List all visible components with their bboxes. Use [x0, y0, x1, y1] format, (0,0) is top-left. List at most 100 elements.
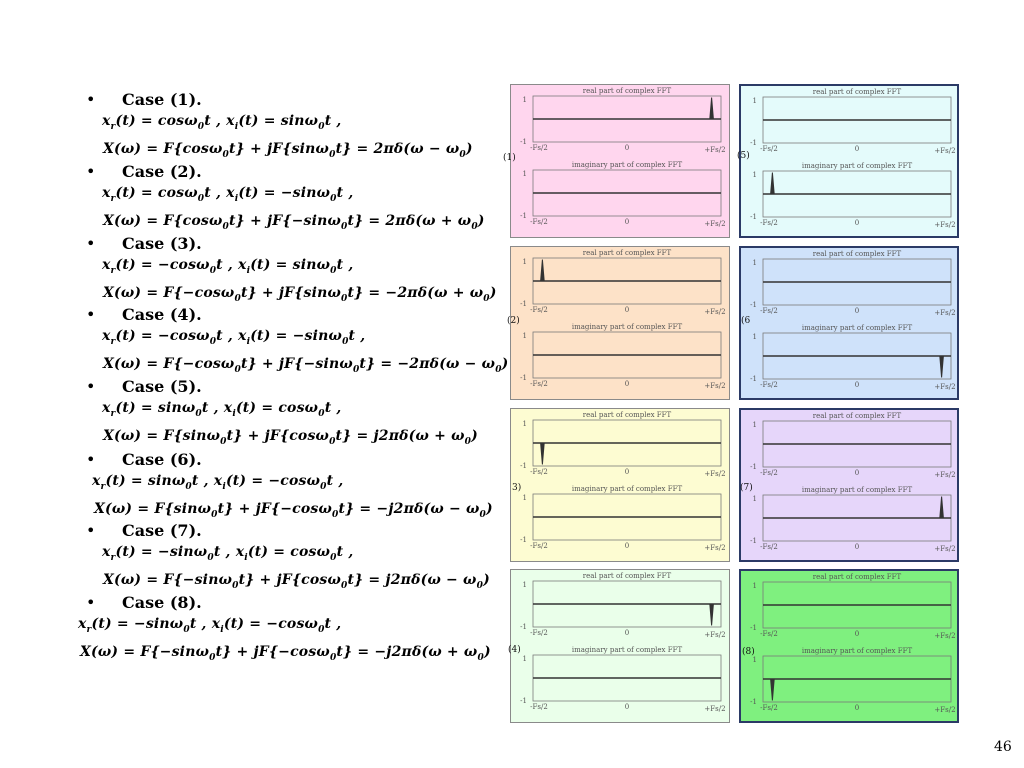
x-tick-label: -Fs/2: [760, 145, 778, 153]
x-tick-label: +Fs/2: [704, 544, 725, 552]
y-tick-label: 1: [523, 258, 527, 266]
case-list: •Case (1).xr(t) = cosω0t , xi(t) = sinω0…: [0, 0, 510, 768]
x-tick-label: 0: [625, 218, 629, 226]
subplot-title: imaginary part of complex FFT: [802, 486, 913, 494]
subplot-title: real part of complex FFT: [813, 573, 902, 581]
signal-equation: xr(t) = −cosω0t , xi(t) = −sinω0t ,: [102, 328, 366, 347]
case-title: Case (3).: [122, 234, 202, 253]
y-tick-label: -1: [750, 301, 757, 309]
x-tick-label: 0: [625, 629, 629, 637]
signal-equation: xr(t) = −sinω0t , xi(t) = −cosω0t ,: [78, 616, 342, 635]
y-tick-label: 1: [753, 582, 757, 590]
bullet-marker: •: [86, 234, 96, 253]
x-tick-label: +Fs/2: [704, 631, 725, 639]
subplot-title: imaginary part of complex FFT: [572, 485, 683, 493]
fourier-equation: X(ω) = F{−sinω0t} + jF{−cosω0t} = −j2πδ(…: [80, 644, 491, 663]
x-tick-label: 0: [855, 145, 859, 153]
impulse-spike: [939, 355, 944, 378]
x-tick-label: -Fs/2: [760, 307, 778, 315]
x-tick-label: -Fs/2: [530, 306, 548, 314]
y-tick-label: -1: [750, 537, 757, 545]
x-tick-label: -Fs/2: [760, 469, 778, 477]
x-tick-label: +Fs/2: [934, 706, 955, 714]
y-tick-label: -1: [520, 212, 527, 220]
case-heading: •Case (4).: [86, 305, 202, 324]
subplot-title: imaginary part of complex FFT: [572, 646, 683, 654]
fourier-equation: X(ω) = F{sinω0t} + jF{−cosω0t} = −j2πδ(ω…: [94, 501, 493, 520]
fourier-equation: X(ω) = F{sinω0t} + jF{cosω0t} = j2πδ(ω +…: [103, 428, 478, 447]
panel-label: (5): [737, 151, 750, 161]
fourier-equation: X(ω) = F{−sinω0t} + jF{cosω0t} = j2πδ(ω …: [103, 572, 490, 591]
x-tick-label: -Fs/2: [530, 218, 548, 226]
panel-label: (6: [741, 316, 751, 326]
case-title: Case (6).: [122, 450, 202, 469]
y-tick-label: 1: [523, 655, 527, 663]
y-tick-label: -1: [520, 300, 527, 308]
x-tick-label: -Fs/2: [530, 629, 548, 637]
x-tick-label: +Fs/2: [704, 705, 725, 713]
fourier-equation: X(ω) = F{cosω0t} + jF{sinω0t} = 2πδ(ω − …: [103, 141, 473, 160]
impulse-spike: [540, 442, 545, 465]
case-heading: • Case (8).: [86, 593, 202, 612]
case-title: Case (8).: [122, 593, 202, 612]
case-heading: •Case (1).: [86, 90, 202, 109]
panel-label: 3): [512, 483, 522, 493]
y-tick-label: -1: [750, 139, 757, 147]
x-tick-label: +Fs/2: [704, 220, 725, 228]
x-tick-label: -Fs/2: [760, 704, 778, 712]
x-tick-label: 0: [625, 306, 629, 314]
subplot-title: real part of complex FFT: [583, 572, 672, 580]
case-title: Case (4).: [122, 305, 202, 324]
subplot-title: imaginary part of complex FFT: [572, 323, 683, 331]
case-title: Case (5).: [122, 377, 202, 396]
x-tick-label: -Fs/2: [760, 219, 778, 227]
x-tick-label: 0: [855, 543, 859, 551]
y-tick-label: -1: [520, 138, 527, 146]
panel-label: (7): [740, 483, 753, 493]
subplot-title: imaginary part of complex FFT: [802, 162, 913, 170]
x-tick-label: -Fs/2: [530, 703, 548, 711]
x-tick-label: 0: [625, 542, 629, 550]
x-tick-label: -Fs/2: [530, 542, 548, 550]
bullet-marker: •: [86, 450, 96, 469]
impulse-spike: [770, 172, 775, 195]
subplot-title: real part of complex FFT: [583, 411, 672, 419]
page-number: 46: [994, 739, 1012, 755]
subplot-title: real part of complex FFT: [583, 87, 672, 95]
signal-equation: xr(t) = −sinω0t , xi(t) = cosω0t ,: [102, 544, 354, 563]
subplot-title: imaginary part of complex FFT: [802, 647, 913, 655]
x-tick-label: 0: [855, 630, 859, 638]
signal-equation: xr(t) = cosω0t , xi(t) = −sinω0t ,: [102, 185, 354, 204]
x-tick-label: 0: [625, 468, 629, 476]
y-tick-label: 1: [753, 421, 757, 429]
subplot-title: imaginary part of complex FFT: [802, 324, 913, 332]
x-tick-label: +Fs/2: [934, 471, 955, 479]
x-tick-label: 0: [855, 704, 859, 712]
bullet-marker: •: [86, 593, 96, 612]
x-tick-label: -Fs/2: [530, 468, 548, 476]
fourier-equation: X(ω) = F{−cosω0t} + jF{sinω0t} = −2πδ(ω …: [103, 285, 497, 304]
fourier-equation: X(ω) = F{−cosω0t} + jF{−sinω0t} = −2πδ(ω…: [103, 356, 509, 375]
case-heading: •Case (5).: [86, 377, 202, 396]
x-tick-label: 0: [625, 144, 629, 152]
x-tick-label: +Fs/2: [704, 146, 725, 154]
panel-label: (2): [507, 316, 520, 326]
x-tick-label: +Fs/2: [704, 382, 725, 390]
